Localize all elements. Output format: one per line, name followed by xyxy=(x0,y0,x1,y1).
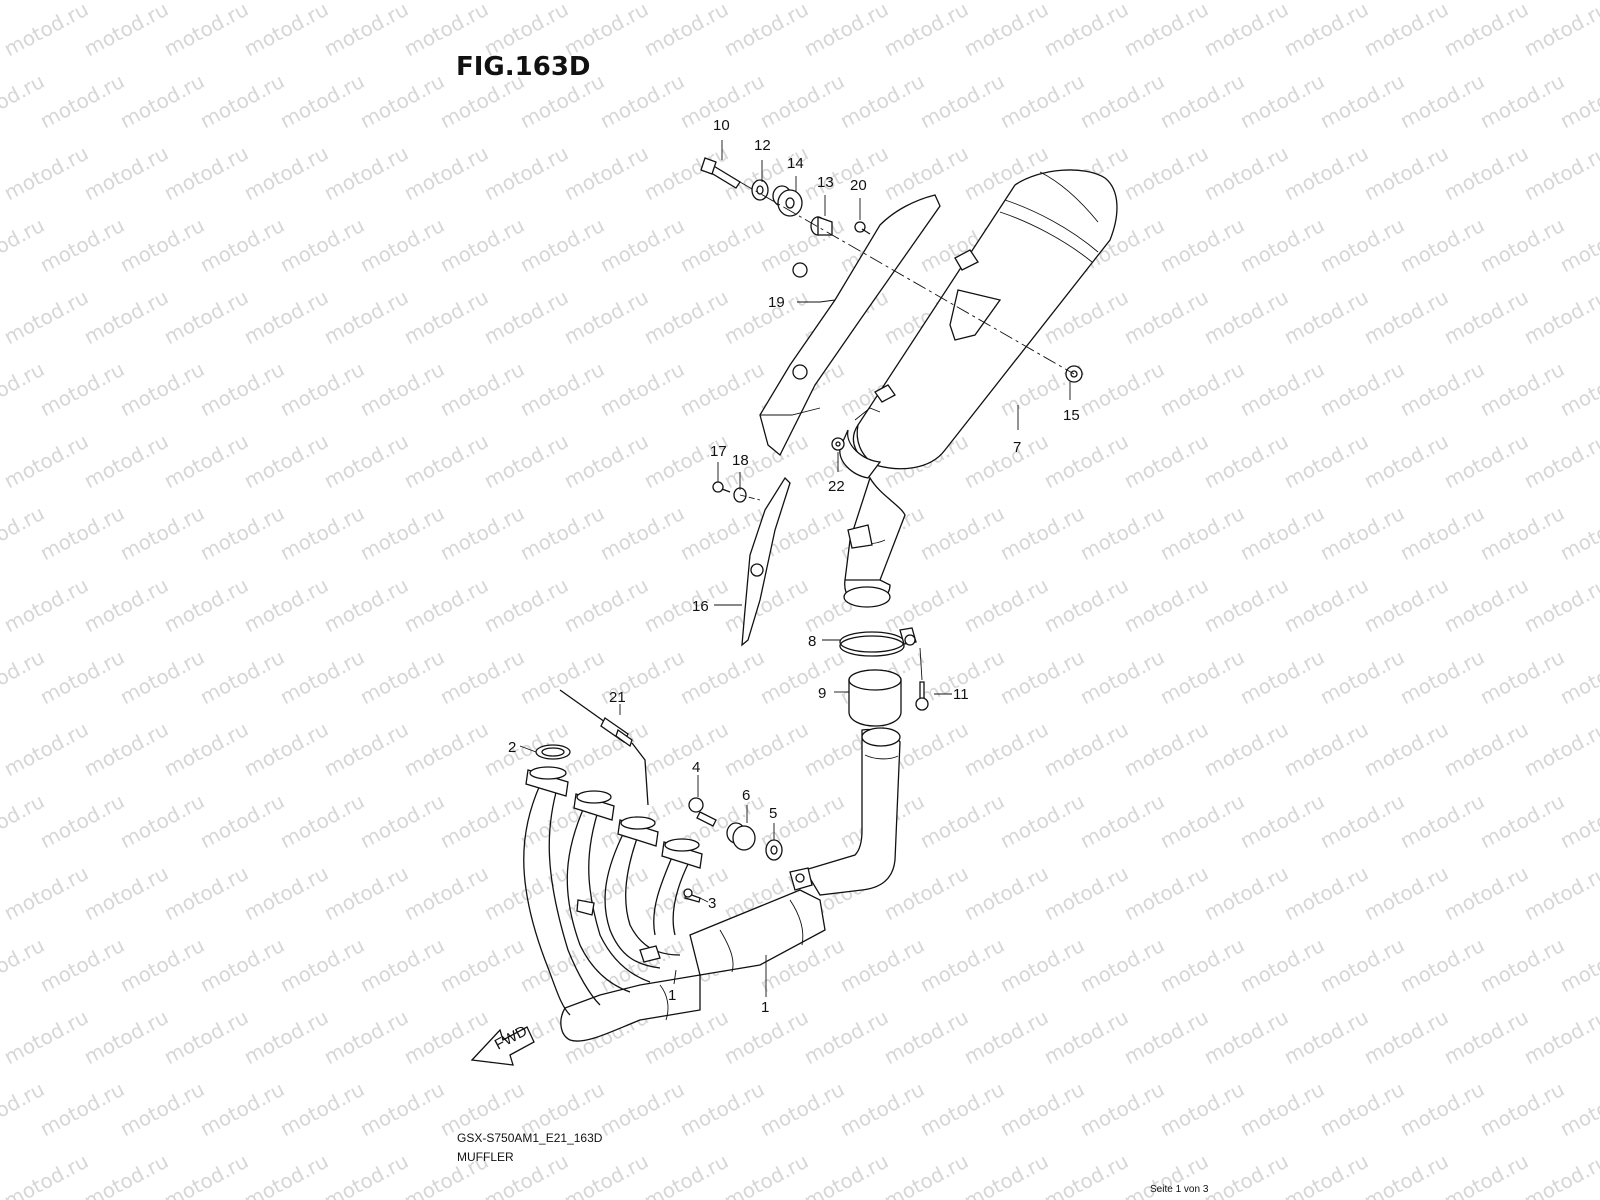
page-indicator: Seite 1 von 3 xyxy=(1150,1184,1209,1195)
callout-15: 15 xyxy=(1063,407,1080,424)
callout-22: 22 xyxy=(828,478,845,495)
link-pipe xyxy=(843,476,906,608)
callout-6: 6 xyxy=(742,787,750,804)
heat-shield-lower xyxy=(741,476,791,647)
collar xyxy=(765,839,783,861)
callout-19: 19 xyxy=(768,294,785,311)
callout-13: 13 xyxy=(817,174,834,191)
callout-10: 10 xyxy=(713,117,730,134)
nut xyxy=(831,437,845,451)
bolt xyxy=(712,481,731,493)
screw xyxy=(854,221,871,235)
bolt xyxy=(683,888,701,903)
callout-3: 3 xyxy=(708,895,716,912)
bolt xyxy=(688,797,717,827)
callout-1-small: 1 xyxy=(668,987,676,1004)
callout-12: 12 xyxy=(754,137,771,154)
figure-title: FIG.163D xyxy=(456,52,591,82)
grommet xyxy=(726,822,756,851)
diagram-caption: MUFFLER xyxy=(457,1150,514,1164)
callout-labels: 10 12 14 13 20 19 15 7 22 17 18 16 8 9 1… xyxy=(508,117,1080,1016)
leader-lines xyxy=(519,140,1071,997)
callout-18: 18 xyxy=(732,452,749,469)
heat-shield-upper xyxy=(759,194,941,457)
callout-11: 11 xyxy=(953,686,969,703)
gasket xyxy=(535,744,571,760)
callout-21: 21 xyxy=(609,689,626,706)
callout-7: 7 xyxy=(1013,439,1021,456)
gasket xyxy=(848,669,902,727)
callout-1: 1 xyxy=(761,999,769,1016)
bolt xyxy=(700,157,741,189)
callout-20: 20 xyxy=(850,177,867,194)
oxygen-sensor xyxy=(559,689,649,806)
grommet xyxy=(772,185,803,217)
collar xyxy=(810,216,833,236)
fwd-arrow-icon: FWD xyxy=(470,1022,535,1066)
callout-9: 9 xyxy=(818,685,826,702)
callout-17: 17 xyxy=(710,443,727,460)
bolt xyxy=(915,681,929,711)
callout-4: 4 xyxy=(692,759,700,776)
callout-16: 16 xyxy=(692,598,709,615)
washer xyxy=(751,179,769,201)
muffler-body xyxy=(839,169,1118,479)
callout-2: 2 xyxy=(508,739,516,756)
callout-8: 8 xyxy=(808,633,816,650)
clamp xyxy=(839,627,917,657)
callout-14: 14 xyxy=(787,155,804,172)
model-code: GSX-S750AM1_E21_163D xyxy=(457,1131,603,1145)
callout-5: 5 xyxy=(769,805,777,822)
exhaust-header xyxy=(523,727,901,1042)
